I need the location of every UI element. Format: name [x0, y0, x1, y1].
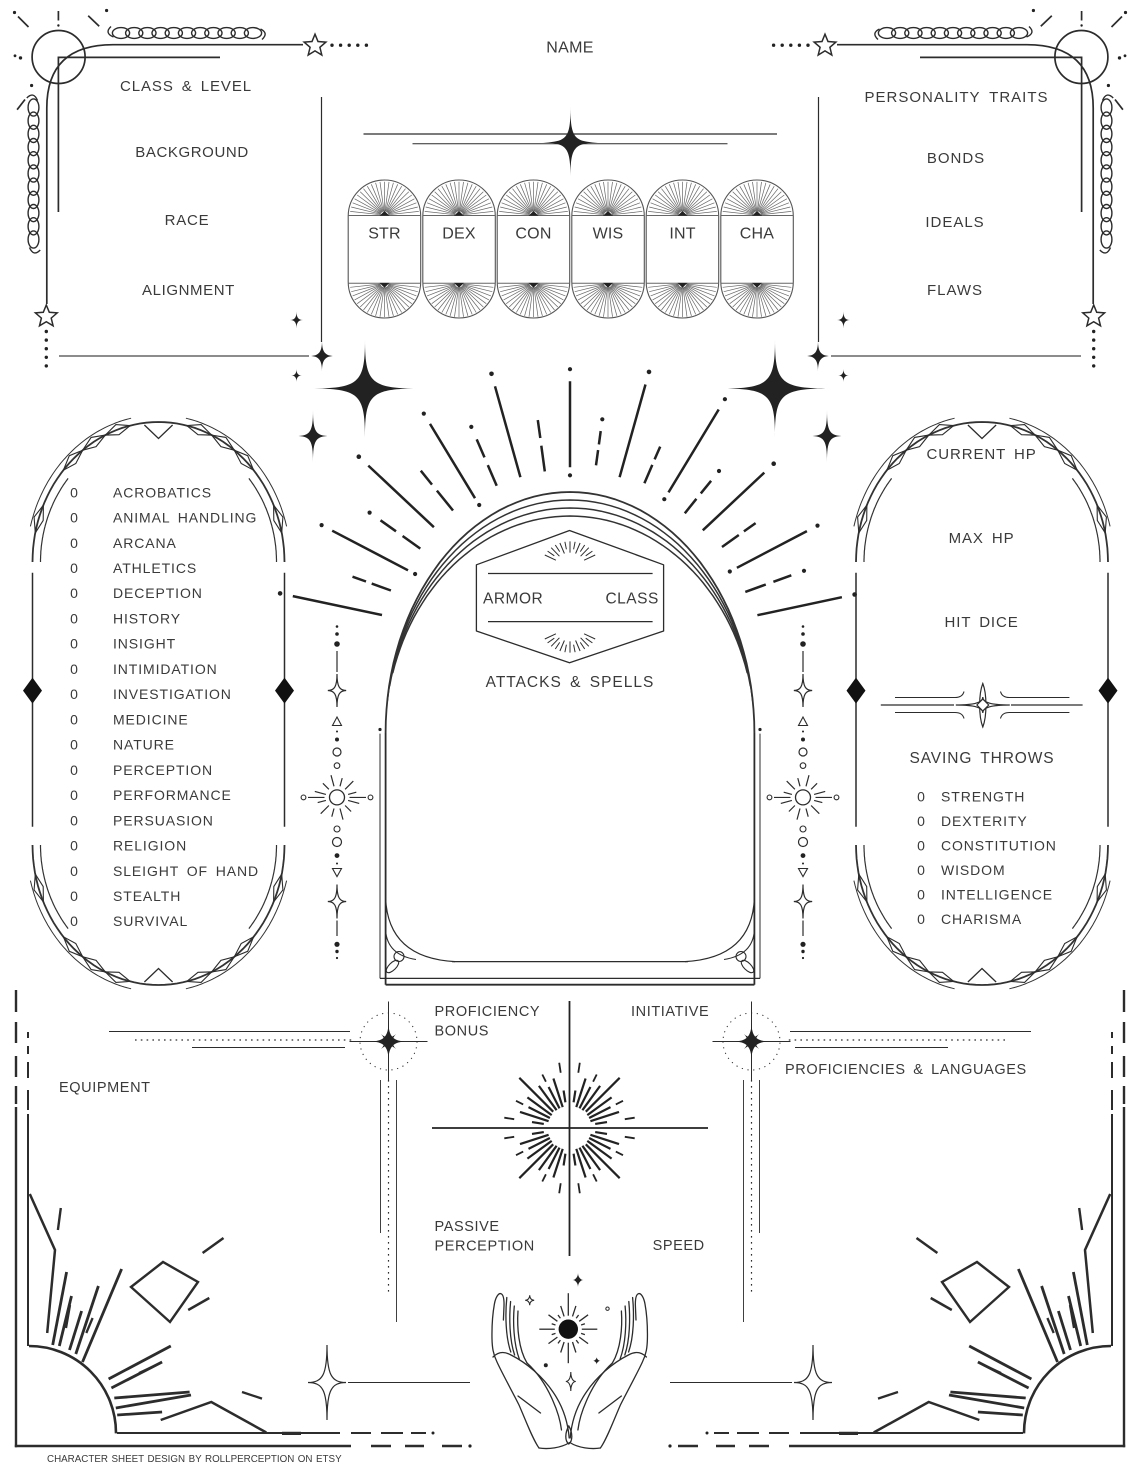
svg-text:0: 0 [70, 913, 78, 929]
svg-text:CHARISMA: CHARISMA [941, 911, 1022, 927]
svg-text:BACKGROUND: BACKGROUND [135, 144, 249, 161]
svg-text:CHA: CHA [740, 226, 775, 243]
svg-text:HISTORY: HISTORY [113, 610, 181, 626]
svg-text:0: 0 [70, 636, 78, 652]
svg-text:0: 0 [917, 887, 925, 903]
svg-text:DEX: DEX [442, 226, 476, 243]
svg-text:0: 0 [70, 610, 78, 626]
svg-text:BONUS: BONUS [435, 1024, 490, 1040]
svg-text:0: 0 [70, 888, 78, 904]
svg-text:0: 0 [70, 560, 78, 576]
svg-text:0: 0 [70, 585, 78, 601]
svg-text:INTIMIDATION: INTIMIDATION [113, 661, 218, 677]
svg-text:0: 0 [917, 813, 925, 829]
svg-text:0: 0 [70, 661, 78, 677]
svg-text:INITIATIVE: INITIATIVE [631, 1004, 709, 1020]
svg-text:0: 0 [70, 762, 78, 778]
svg-text:PASSIVE: PASSIVE [435, 1219, 500, 1235]
svg-text:PERCEPTION: PERCEPTION [435, 1239, 535, 1255]
svg-text:SURVIVAL: SURVIVAL [113, 913, 188, 929]
svg-text:PERSONALITY TRAITS: PERSONALITY TRAITS [865, 89, 1049, 106]
svg-text:0: 0 [70, 737, 78, 753]
svg-text:STRENGTH: STRENGTH [941, 789, 1025, 805]
svg-text:INTELLIGENCE: INTELLIGENCE [941, 887, 1053, 903]
svg-text:INVESTIGATION: INVESTIGATION [113, 686, 232, 702]
svg-text:CHARACTER SHEET DESIGN BY ROLL: CHARACTER SHEET DESIGN BY ROLLPERCEPTION… [47, 1454, 342, 1465]
svg-text:0: 0 [917, 838, 925, 854]
svg-text:WISDOM: WISDOM [941, 862, 1006, 878]
svg-text:0: 0 [70, 535, 78, 551]
svg-text:NAME: NAME [546, 40, 593, 57]
svg-text:ATTACKS & SPELLS: ATTACKS & SPELLS [486, 674, 655, 691]
svg-text:PROFICIENCY: PROFICIENCY [435, 1004, 541, 1020]
svg-text:0: 0 [70, 711, 78, 727]
svg-text:SAVING THROWS: SAVING THROWS [909, 750, 1054, 767]
svg-text:ARMOR: ARMOR [483, 590, 543, 607]
svg-text:PROFICIENCIES & LANGUAGES: PROFICIENCIES & LANGUAGES [785, 1062, 1027, 1078]
svg-text:0: 0 [70, 812, 78, 828]
svg-text:DEXTERITY: DEXTERITY [941, 813, 1028, 829]
svg-text:MEDICINE: MEDICINE [113, 711, 189, 727]
svg-text:RACE: RACE [165, 212, 210, 229]
svg-text:ACROBATICS: ACROBATICS [113, 484, 212, 500]
svg-text:CON: CON [515, 226, 551, 243]
svg-text:SPEED: SPEED [653, 1238, 705, 1254]
svg-text:0: 0 [70, 686, 78, 702]
svg-text:WIS: WIS [593, 226, 624, 243]
svg-text:ANIMAL HANDLING: ANIMAL HANDLING [113, 510, 257, 526]
svg-text:0: 0 [70, 510, 78, 526]
svg-text:FLAWS: FLAWS [927, 282, 983, 299]
svg-text:MAX HP: MAX HP [949, 530, 1015, 547]
svg-text:0: 0 [917, 789, 925, 805]
svg-text:0: 0 [917, 911, 925, 927]
svg-text:PERCEPTION: PERCEPTION [113, 762, 213, 778]
svg-text:SLEIGHT OF HAND: SLEIGHT OF HAND [113, 863, 259, 879]
svg-text:ATHLETICS: ATHLETICS [113, 560, 197, 576]
svg-text:STR: STR [368, 226, 401, 243]
svg-text:CLASS & LEVEL: CLASS & LEVEL [120, 78, 252, 95]
svg-text:0: 0 [70, 863, 78, 879]
svg-text:IDEALS: IDEALS [925, 214, 984, 231]
svg-text:ARCANA: ARCANA [113, 535, 177, 551]
svg-text:0: 0 [917, 862, 925, 878]
svg-text:NATURE: NATURE [113, 737, 175, 753]
svg-text:DECEPTION: DECEPTION [113, 585, 203, 601]
svg-text:RELIGION: RELIGION [113, 838, 187, 854]
svg-text:INT: INT [669, 226, 695, 243]
svg-text:PERSUASION: PERSUASION [113, 812, 214, 828]
svg-text:0: 0 [70, 787, 78, 803]
svg-text:ALIGNMENT: ALIGNMENT [142, 282, 235, 299]
svg-text:0: 0 [70, 838, 78, 854]
svg-text:CURRENT HP: CURRENT HP [927, 446, 1037, 463]
svg-text:CONSTITUTION: CONSTITUTION [941, 838, 1057, 854]
svg-text:STEALTH: STEALTH [113, 888, 181, 904]
svg-text:HIT DICE: HIT DICE [945, 614, 1019, 631]
svg-text:INSIGHT: INSIGHT [113, 636, 176, 652]
svg-text:PERFORMANCE: PERFORMANCE [113, 787, 232, 803]
svg-text:BONDS: BONDS [927, 150, 985, 167]
svg-text:0: 0 [70, 484, 78, 500]
svg-text:CLASS: CLASS [605, 590, 658, 607]
svg-text:EQUIPMENT: EQUIPMENT [59, 1080, 151, 1096]
